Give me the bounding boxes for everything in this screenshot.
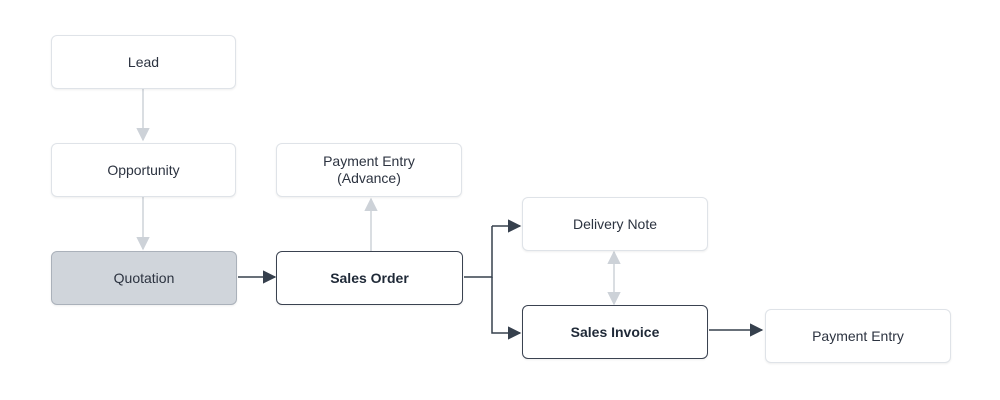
node-sales-order-label: Sales Order [330,269,409,286]
node-delivery-note[interactable]: Delivery Note [522,197,708,251]
node-delivery-note-label: Delivery Note [572,215,658,232]
node-sales-invoice[interactable]: Sales Invoice [522,305,708,359]
node-quotation[interactable]: Quotation [51,251,237,305]
node-quotation-label: Quotation [113,269,175,286]
node-sales-invoice-label: Sales Invoice [570,323,660,340]
connector-sales-order-split [464,226,493,278]
connector-sales-order-sales-invoice [491,277,522,340]
node-payment-entry-advance-label: Payment Entry (Advance) [323,153,415,186]
node-opportunity[interactable]: Opportunity [51,143,236,197]
node-payment-entry[interactable]: Payment Entry [765,309,951,363]
node-lead-label: Lead [127,53,160,70]
node-lead[interactable]: Lead [51,35,236,89]
node-opportunity-label: Opportunity [107,161,180,178]
node-sales-order[interactable]: Sales Order [276,251,463,305]
node-payment-entry-label: Payment Entry [812,327,904,344]
node-payment-entry-advance[interactable]: Payment Entry (Advance) [276,143,462,197]
